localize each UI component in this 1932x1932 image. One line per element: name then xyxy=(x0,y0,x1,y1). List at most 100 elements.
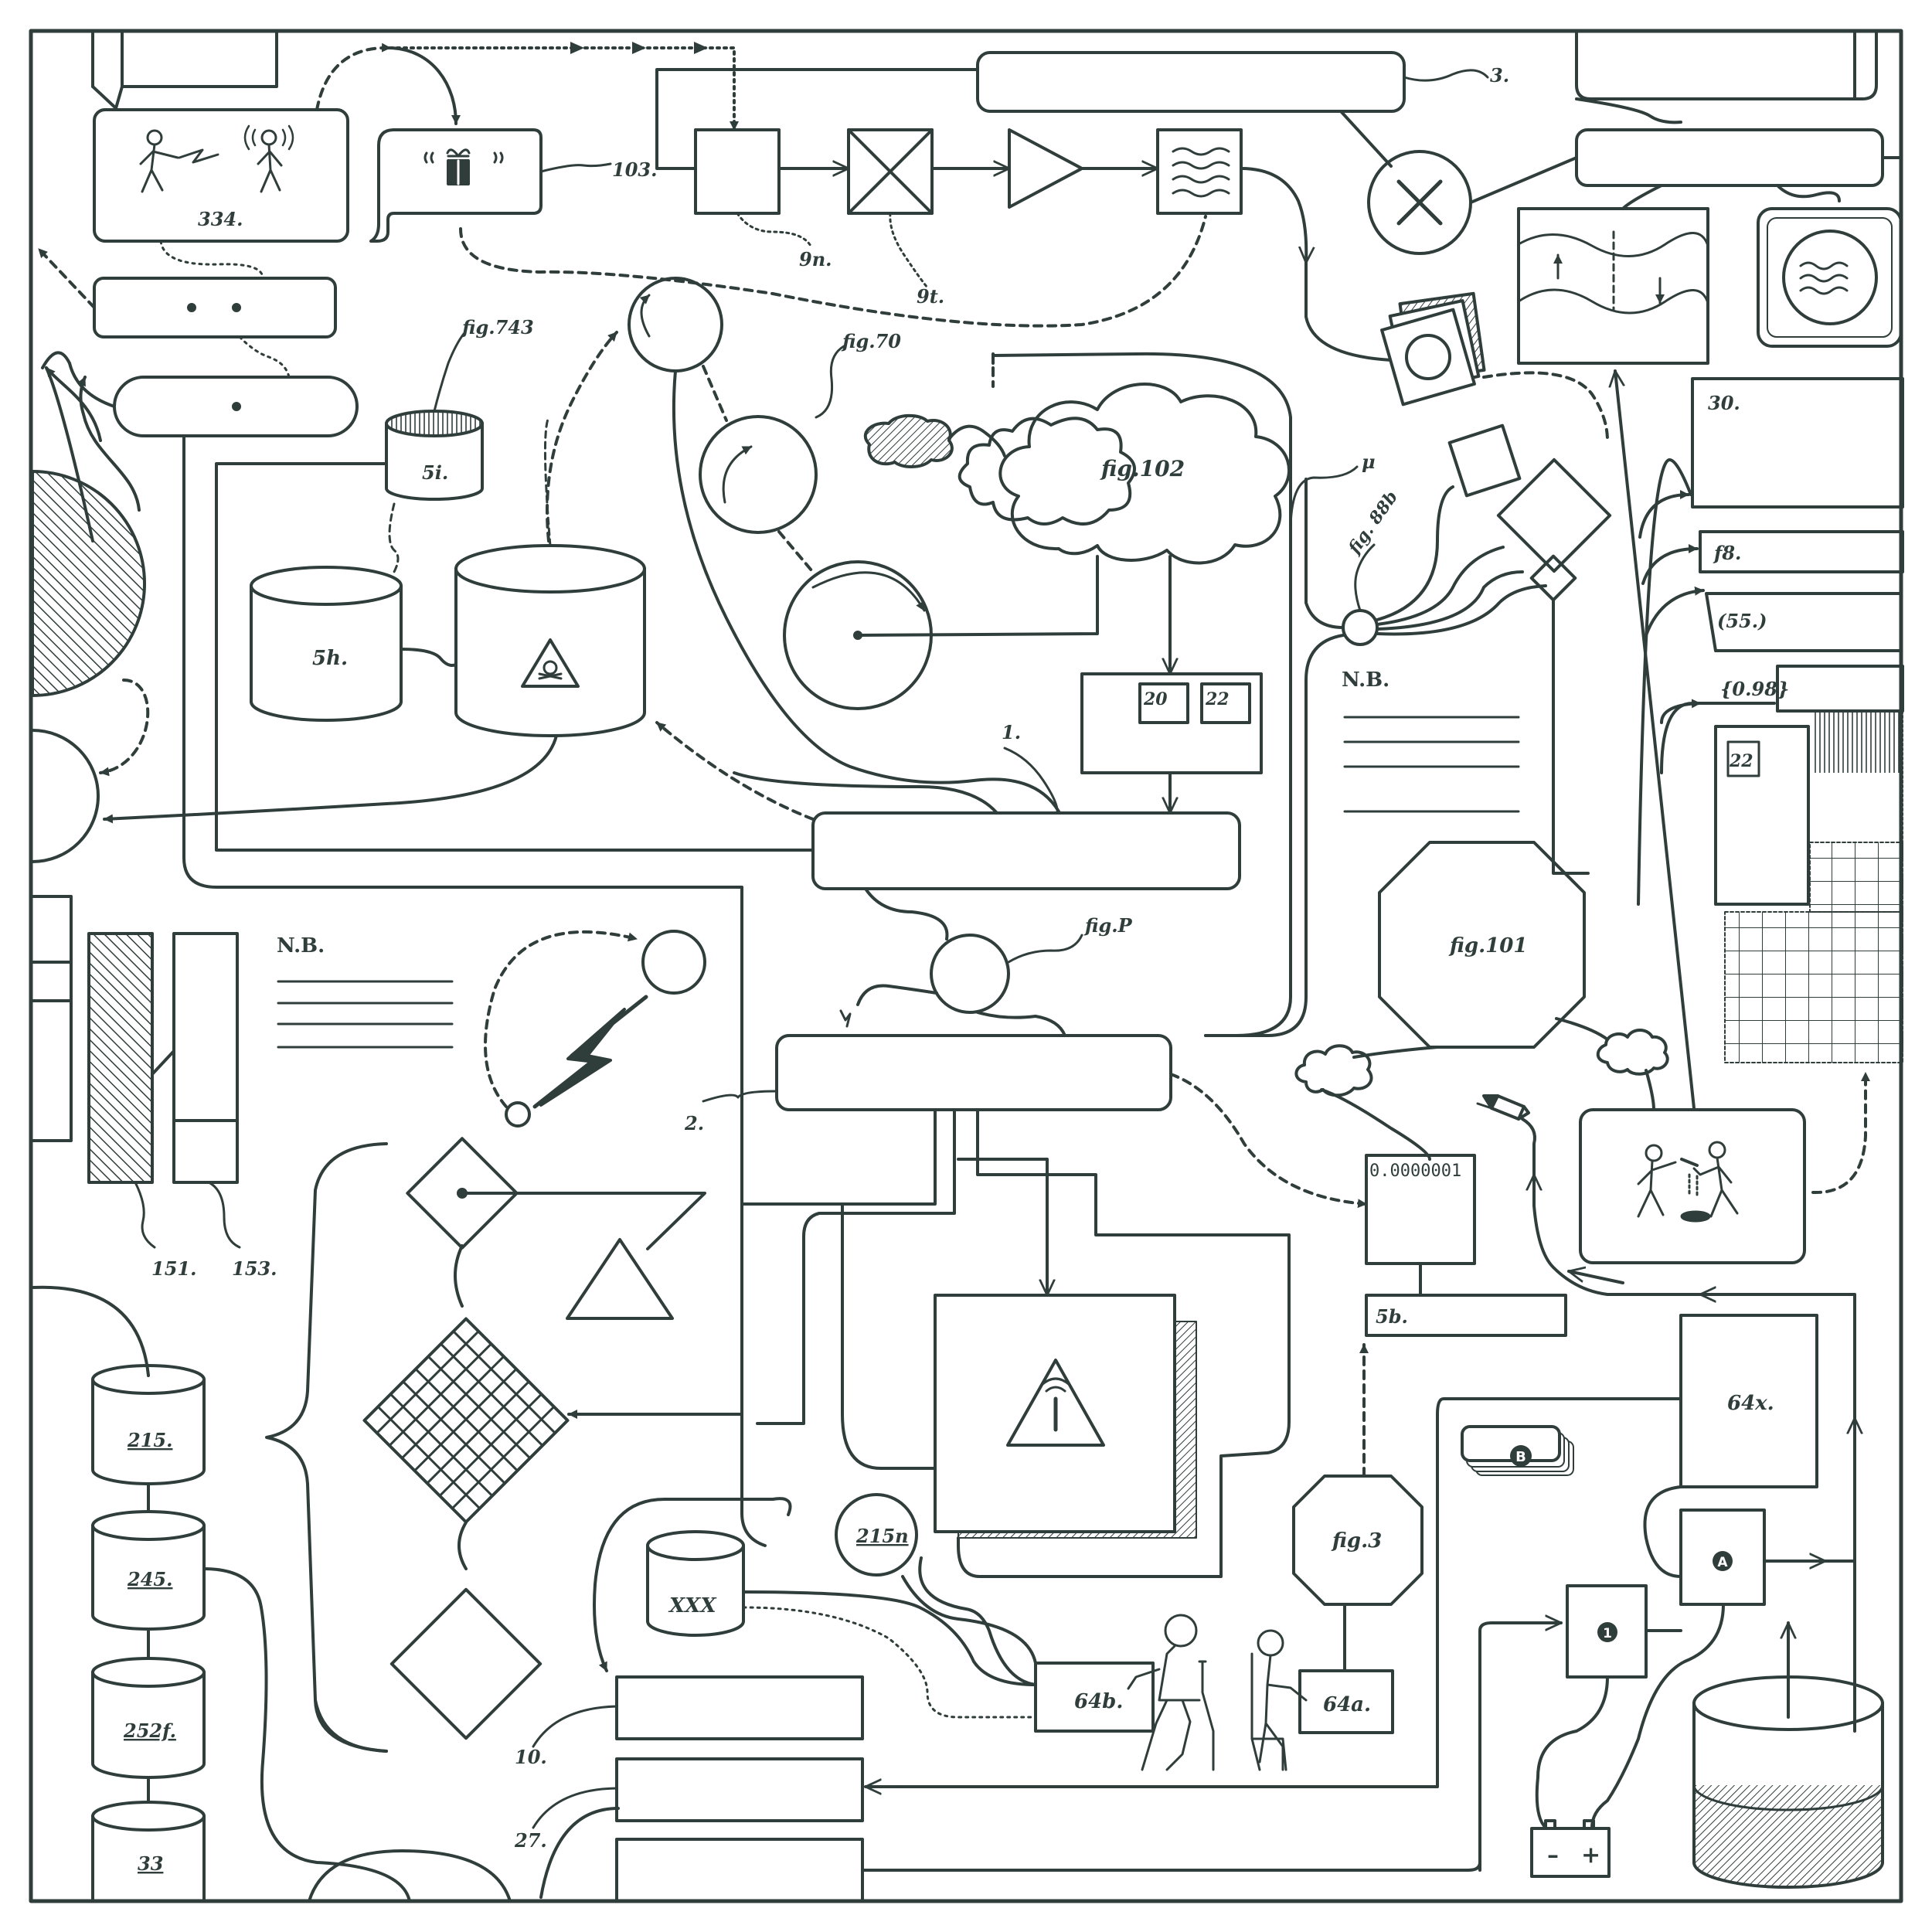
cylinder-215 xyxy=(91,1364,206,1485)
lightning-small xyxy=(839,1009,852,1028)
connector xyxy=(861,1861,1481,1872)
dotted-leader-9n xyxy=(736,212,813,249)
leader-fig88b xyxy=(1354,543,1376,612)
label-20: 20 xyxy=(1143,689,1168,709)
chain-box-9n xyxy=(694,128,781,215)
lightning-bolt xyxy=(539,1008,626,1107)
diamond-top xyxy=(406,1137,519,1250)
button-b-label: B xyxy=(1515,1449,1526,1465)
connector xyxy=(1376,485,1454,621)
connector xyxy=(1289,465,1359,527)
speech-bubble xyxy=(369,128,543,243)
cylinder-252f xyxy=(91,1657,206,1779)
top-right-box xyxy=(1575,29,1878,100)
connector xyxy=(733,771,998,815)
node-figP xyxy=(930,934,1010,1014)
connector xyxy=(918,1556,1037,1686)
bus-bar-1 xyxy=(811,811,1241,890)
box-64x xyxy=(1679,1314,1818,1488)
multiply-box xyxy=(847,128,934,215)
half-disc xyxy=(31,729,100,863)
connector xyxy=(947,424,1006,457)
box-5b xyxy=(1365,1294,1567,1337)
label-fig101: fig.101 xyxy=(1448,934,1527,957)
label-64x: 64x. xyxy=(1727,1392,1774,1415)
connector xyxy=(1352,1046,1439,1059)
note-lines-right xyxy=(1343,716,1520,813)
button-b[interactable]: B xyxy=(1510,1445,1532,1467)
label-55: (55.) xyxy=(1717,610,1767,632)
button-a[interactable]: A xyxy=(1713,1551,1733,1571)
dashed-arrow xyxy=(655,721,815,821)
arrow xyxy=(1763,1428,1856,1563)
pencil-icon xyxy=(1476,1094,1536,1176)
arrow-to-cards xyxy=(1240,167,1306,264)
frame-left-panel xyxy=(215,462,815,852)
frame-outer-left xyxy=(182,434,743,1416)
label-64b: 64b. xyxy=(1074,1690,1123,1713)
octagon-fig101 xyxy=(1378,841,1586,1049)
hatched-cloud xyxy=(863,413,954,468)
leader-figP xyxy=(1007,934,1083,964)
box-20 xyxy=(1138,682,1189,724)
dashed-link xyxy=(388,502,400,573)
leader-151 xyxy=(134,1181,156,1249)
arrow xyxy=(1660,702,1776,774)
leader-fig743 xyxy=(433,332,465,413)
rotation-arrow xyxy=(722,445,753,504)
connector xyxy=(901,1575,1037,1665)
diamond-right xyxy=(1496,457,1612,573)
arrow xyxy=(593,1497,792,1672)
pill-two-dots xyxy=(93,277,337,338)
label-27: 27. xyxy=(514,1829,547,1852)
label-fig70: fig.70 xyxy=(841,330,901,352)
label-fig102: fig.102 xyxy=(1100,456,1185,481)
curly-brace xyxy=(265,1142,388,1753)
leader-10 xyxy=(532,1705,618,1748)
node-fig88b xyxy=(1342,609,1379,646)
rect-10 xyxy=(615,1675,864,1740)
connector xyxy=(1376,546,1505,626)
route xyxy=(841,1202,937,1470)
rotation-circle-mid xyxy=(699,415,818,534)
arrow xyxy=(68,362,116,408)
button-1[interactable]: 1 xyxy=(1597,1622,1617,1642)
rotation-arrow xyxy=(811,571,926,612)
label-2: 2. xyxy=(684,1112,704,1134)
connector xyxy=(1376,570,1524,631)
label-xxx: XXX xyxy=(668,1594,717,1617)
connector xyxy=(856,555,1099,637)
circle-215n xyxy=(835,1493,918,1577)
connector xyxy=(856,984,938,1006)
label-nb-right: N.B. xyxy=(1342,668,1389,692)
arrow xyxy=(1478,1623,1563,1872)
battery-minus: – xyxy=(1547,1842,1559,1869)
wave-exchange-box xyxy=(1517,207,1709,365)
box-30 xyxy=(1691,377,1904,509)
leader-103 xyxy=(539,162,612,173)
button-1-label: 1 xyxy=(1603,1626,1612,1641)
cloud-small-left xyxy=(1294,1044,1373,1097)
diamond-right-small xyxy=(1529,554,1577,602)
arrow xyxy=(1638,490,1690,539)
grid-panel xyxy=(1714,710,1903,1063)
label-fig743: fig.743 xyxy=(461,316,534,338)
box-55 xyxy=(1705,592,1903,652)
small-square-tilted xyxy=(1447,423,1522,498)
rotation-arrow xyxy=(639,294,651,338)
dashed-link xyxy=(702,365,728,422)
connector xyxy=(457,1521,468,1570)
arrow xyxy=(389,46,461,125)
cloud-fig102 xyxy=(957,417,1136,526)
diamond-bottom xyxy=(389,1587,543,1740)
arrow xyxy=(1660,699,1702,724)
leader-3 xyxy=(1403,69,1489,82)
dashed-link xyxy=(777,530,813,572)
connector xyxy=(1204,634,1345,1037)
connector xyxy=(1590,1603,1725,1829)
label-nb-left: N.B. xyxy=(277,934,325,957)
dashed-arrow xyxy=(1811,1071,1870,1195)
connector xyxy=(1339,110,1393,168)
leader-27 xyxy=(532,1787,618,1829)
dashed-arrow xyxy=(484,930,638,1108)
